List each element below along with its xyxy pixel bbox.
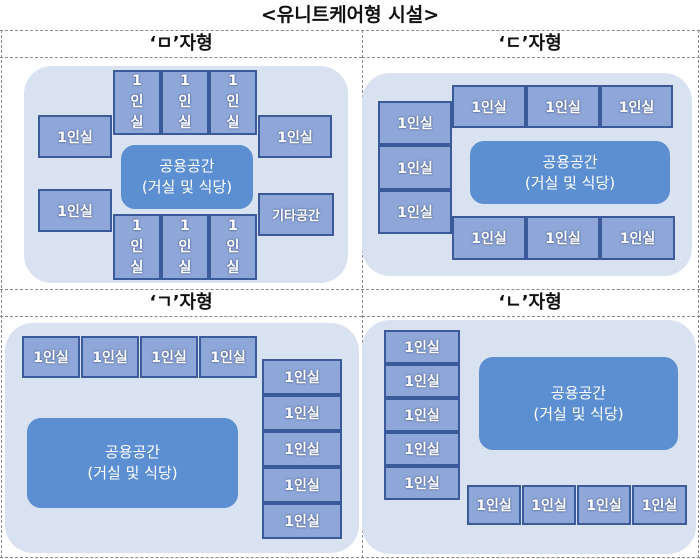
common-space-label: 공용공간 <box>159 157 215 175</box>
divider-center <box>362 30 363 558</box>
room-right-2: 1인실 <box>262 395 342 431</box>
common-space-u-shape: 공용공간 (거실 및 식당) <box>470 141 670 204</box>
cell-title-u-shape: ‘ㄷ’자형 <box>498 33 562 54</box>
room-left-4: 1인실 <box>384 432 460 466</box>
room-top-2: 1인실 <box>81 336 139 378</box>
divider-right <box>698 30 699 558</box>
common-space-label: 공용공간 <box>550 383 607 402</box>
common-space-sub-label: (거실 및 식당) <box>87 464 178 482</box>
common-space-l-inverted: 공용공간 (거실 및 식당) <box>27 418 238 508</box>
title-underline-right <box>362 57 700 58</box>
cell-title-l-shape: ‘ㄴ’자형 <box>498 292 562 313</box>
room-bottom-3: 1인실 <box>577 485 631 525</box>
room-left-3: 1인실 <box>378 190 452 234</box>
room-top-1: 1인실 <box>22 336 80 378</box>
room-right-5: 1인실 <box>262 503 342 539</box>
room-left-5: 1인실 <box>384 466 460 500</box>
room-right-1: 1인실 <box>262 359 342 395</box>
room-left-2: 1인실 <box>378 145 452 190</box>
room-left-top: 1인실 <box>38 115 112 158</box>
room-bottom-1: 1인실 <box>452 216 526 260</box>
title-underline-left <box>0 57 362 58</box>
room-bottom-4: 1인실 <box>632 485 687 525</box>
title-underline-bottom-left <box>0 316 362 317</box>
common-space-label: 공용공간 <box>542 152 598 171</box>
room-bottom-2: 1인실 <box>522 485 576 525</box>
room-left-1: 1인실 <box>384 330 460 364</box>
common-space-square: 공용공간 (거실 및 식당) <box>121 145 253 209</box>
divider-left <box>1 30 2 558</box>
common-space-sub-label: (거실 및 식당) <box>524 173 616 192</box>
cell-title-l-inverted: ‘ㄱ’자형 <box>149 292 213 313</box>
page-title: <유니트케어형 시설> <box>260 4 440 26</box>
divider-top <box>0 30 700 31</box>
room-top-2: 1인실 <box>526 85 600 128</box>
room-top-3: 1인실 <box>600 85 673 128</box>
common-space-sub-label: (거실 및 식당) <box>141 178 233 196</box>
room-bottom-2: 1인실 <box>526 216 600 260</box>
room-etc: 기타공간 <box>258 193 334 236</box>
room-right-top: 1인실 <box>258 115 332 158</box>
room-left-2: 1인실 <box>384 364 460 398</box>
room-left-3: 1인실 <box>384 398 460 432</box>
common-space-sub-label: (거실 및 식당) <box>533 404 624 423</box>
cell-title-square: ‘ㅁ’자형 <box>149 33 213 54</box>
room-bottom-3: 1인실 <box>600 216 675 260</box>
room-top-3: 1인실 <box>140 336 198 378</box>
room-left-1: 1인실 <box>378 101 452 145</box>
room-left-bottom: 1인실 <box>38 189 112 232</box>
common-space-label: 공용공간 <box>104 443 161 461</box>
room-right-4: 1인실 <box>262 467 342 503</box>
common-space-l-shape: 공용공간 (거실 및 식당) <box>479 357 678 450</box>
divider-bottom <box>0 557 700 558</box>
title-underline-bottom-right <box>362 316 700 317</box>
divider-middle <box>0 289 700 290</box>
room-top-4: 1인실 <box>199 336 257 378</box>
room-bottom-1: 1인실 <box>467 485 521 525</box>
room-top-1: 1인실 <box>452 85 526 128</box>
room-right-3: 1인실 <box>262 431 342 467</box>
